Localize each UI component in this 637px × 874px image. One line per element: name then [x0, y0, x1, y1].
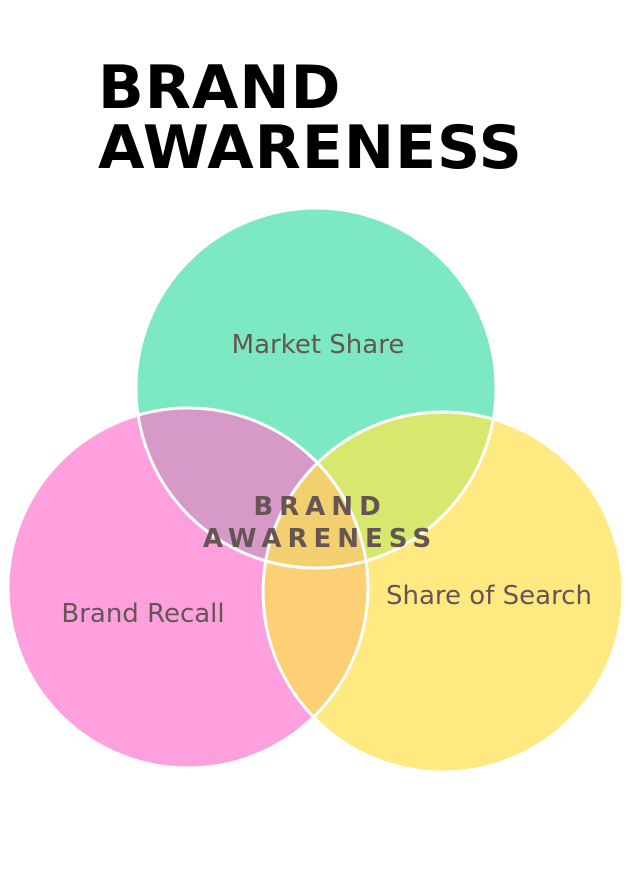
center-label-line-1: BRAND [253, 492, 386, 522]
label-brand-recall: Brand Recall [61, 599, 224, 629]
label-market-share: Market Share [232, 330, 405, 360]
title-line-1: BRAND [98, 53, 342, 123]
label-share-of-search: Share of Search [386, 581, 592, 611]
overlap-market-recall [136, 408, 368, 568]
overlap-market-search [263, 412, 496, 568]
center-label-line-2: AWARENESS [203, 524, 437, 554]
page-title: BRAND AWARENESS [98, 58, 523, 178]
title-line-2: AWARENESS [98, 113, 523, 183]
circle-outlines [6, 206, 625, 774]
